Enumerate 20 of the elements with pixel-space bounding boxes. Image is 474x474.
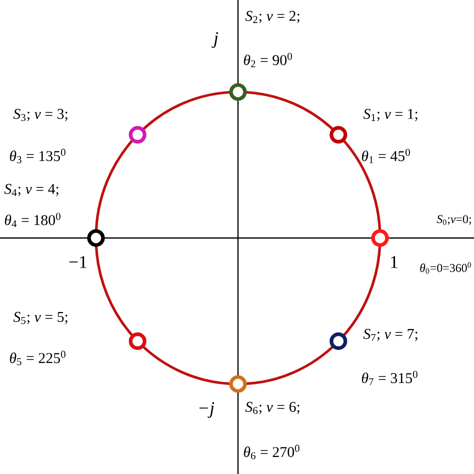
point-label: S$_{7}$; v = 7; (363, 328, 418, 342)
axis-label: −j (200, 402, 214, 418)
point-label: θ$_{2}$ = 90$^{0}$ (244, 52, 292, 68)
point-label: θ$_{5}$ = 225$^{0}$ (10, 350, 66, 366)
point-label: S$_{5}$; v = 5; (13, 312, 68, 324)
axis-label: j (212, 32, 218, 48)
point-label: S$_{0}$;v=0; (436, 215, 471, 225)
point-label: θ$_{3}$ = 135$^{0}$ (10, 148, 66, 164)
point-label: S$_{4}$; v = 4; (4, 184, 58, 196)
point-label: S$_{6}$; v = 6; (245, 402, 300, 414)
axis-label: −1 (69, 256, 86, 268)
point-label: θ$_{4}$ = 180$^{0}$ (4, 212, 60, 228)
point-label: S$_{3}$; v = 3; (13, 108, 68, 122)
point-label: θ$_{0}$=0=360$^{0}$ (420, 262, 471, 274)
point-label: θ$_{7}$ = 315$^{0}$ (362, 370, 418, 386)
point-label: θ$_{1}$ = 45$^{0}$ (362, 148, 410, 164)
axis-label: 1 (391, 256, 398, 268)
point-label: θ$_{6}$ = 270$^{0}$ (244, 444, 300, 460)
point-label: S$_{1}$; v = 1; (363, 108, 418, 122)
point-label: S$_{2}$; v = 2; (245, 10, 300, 24)
